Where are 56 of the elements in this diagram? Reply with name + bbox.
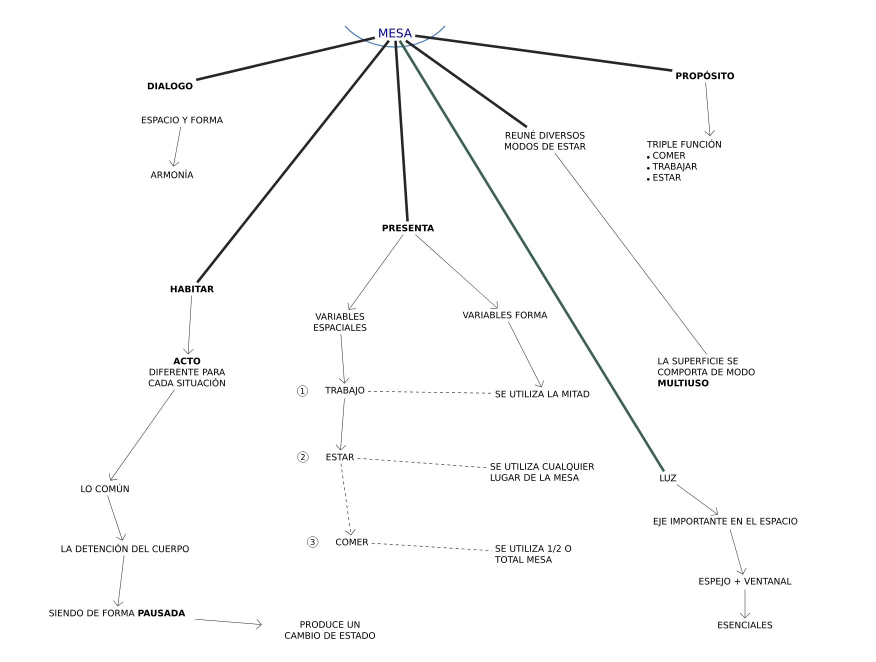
connector-line [394,40,409,222]
concept-text: ESPACIO Y FORMA [142,116,223,124]
dashed-line [357,458,488,468]
concept-text: ACTO DIFERENTE PARA CADA SITUACIÓN [148,358,226,386]
arrow [183,295,194,354]
concept-text: HABITAR [170,286,214,292]
arrow [348,234,404,310]
circled-number: 3 [307,536,318,548]
concept-text: PRESENTA [382,224,434,232]
dashed-line [371,542,492,551]
dashed-line [368,391,492,394]
arrow [730,529,746,574]
concept-text: EJE IMPORTANTE EN EL ESPACIO [654,518,798,526]
arrow [336,398,346,450]
concept-text: SE UTILIZA 1/2 O TOTAL MESA [494,545,572,563]
connector-line [196,36,376,82]
concept-text: PRODUCE UN CAMBIO DE ESTADO [284,621,376,639]
list-item: TRABAJO [325,386,364,396]
concept-text: PROPÓSITO [676,70,734,80]
arrow [109,389,175,481]
concept-text: REUNÉ DIVERSOS MODOS DE ESTAR [504,130,586,150]
concept-text: SE UTILIZA LA MITAD [496,390,590,398]
arrow [169,126,182,166]
circled-number: 2 [297,452,308,463]
concept-text: SE UTILIZA CUALQUIER LUGAR DE LA MESA [490,463,594,481]
mesa-arc-label: MESA [344,26,446,48]
arrow [740,589,750,618]
concept-text: ARMONÍA [150,170,194,178]
arrow [107,495,126,540]
concept-text: ESENCIALES [718,622,772,628]
concept-text: LUZ [660,474,676,482]
connector-line [415,34,672,72]
connector-line [196,40,390,284]
circled-number: 1 [297,386,308,396]
arrow [415,234,498,309]
concept-text: SIENDO DE FORMA PAUSADA [49,610,186,616]
concept-text: TRIPLE FUNCIÓN COMER TRABAJAR ESTAR [646,139,721,181]
arrow [508,321,544,388]
arrow [704,82,715,136]
concept-text: LO COMÚN [81,484,129,492]
list-item: ESTAR [326,454,354,460]
list-item: COMER [336,538,368,546]
concept-text: VARIABLES ESPACIALES [314,313,366,331]
concept-text: LA SUPERFICIE SE COMPORTA DE MODO MULTIUSO [658,358,755,386]
arrow [676,484,718,516]
arrow [194,618,262,630]
connector-line [554,152,707,355]
arrow [338,334,350,384]
concept-text: VARIABLES FORMA [462,312,548,318]
connector-line [405,40,528,128]
concept-text: LA DETENCIÓN DEL CUERPO [62,544,189,552]
arrow [340,463,356,536]
concept-text: ESPEJO + VENTANAL [699,578,792,586]
concept-text: DIALOGO [148,82,192,90]
connector-line [398,40,666,472]
arrow [113,555,124,606]
